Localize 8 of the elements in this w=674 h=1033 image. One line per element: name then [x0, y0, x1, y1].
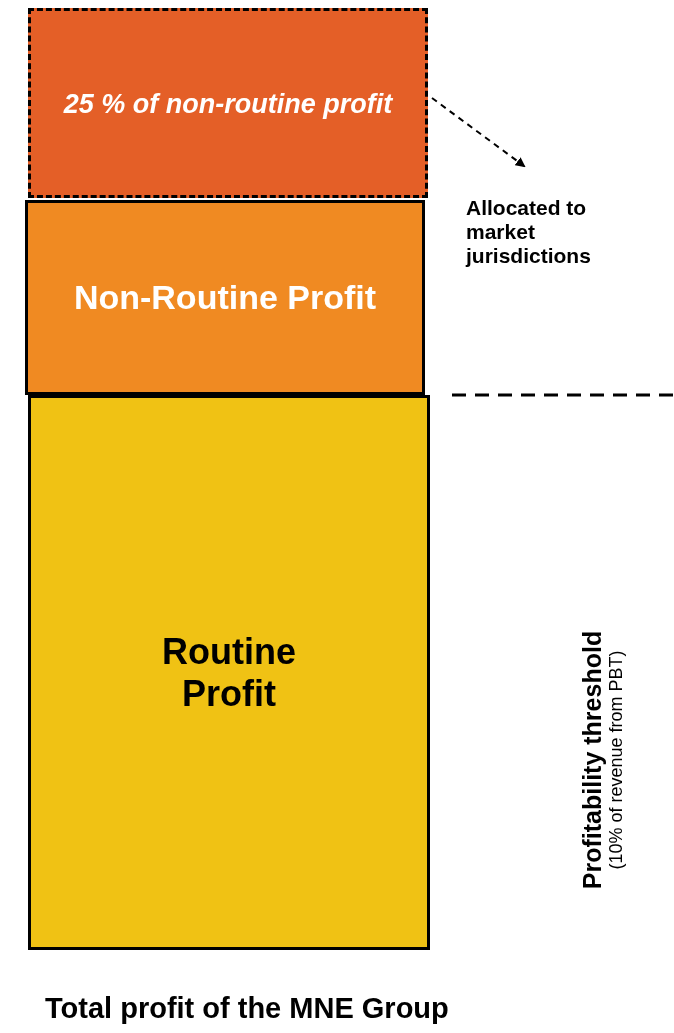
threshold-note: (10% of revenue from PBT) — [606, 649, 627, 870]
share-box: 25 % of non-routine profit — [28, 8, 428, 198]
arrow — [431, 97, 526, 168]
threshold-label: Profitability threshold — [579, 630, 607, 890]
segment-box: Non-Routine Profit — [25, 200, 425, 395]
caption: Total profit of the MNE Group — [45, 992, 449, 1025]
note-text: Allocated to market jurisdictions — [466, 196, 636, 311]
segment-box: Routine Profit — [28, 395, 430, 950]
